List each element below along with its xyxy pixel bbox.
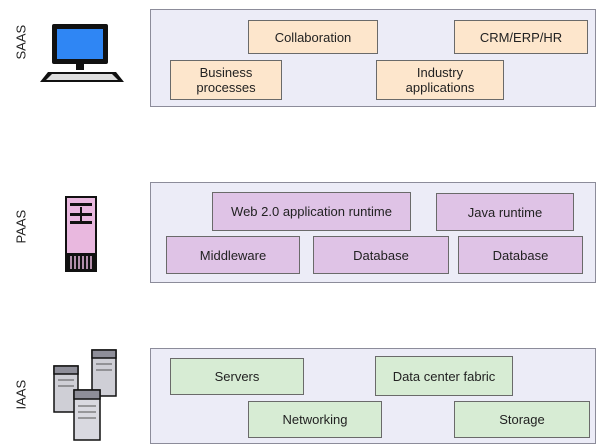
saas-box-crm-erp-hr: CRM/ERP/HR: [454, 20, 588, 54]
saas-box-industry-applications: Industry applications: [376, 60, 504, 100]
saas-box-collaboration: Collaboration: [248, 20, 378, 54]
saas-label: SAAS: [13, 24, 29, 60]
iaas-box-data-center-fabric: Data center fabric: [375, 356, 513, 396]
saas-panel: Collaboration CRM/ERP/HR Business proces…: [150, 9, 596, 107]
desktop-computer-icon: [40, 24, 124, 82]
iaas-box-servers: Servers: [170, 358, 304, 395]
paas-box-database-1: Database: [313, 236, 449, 274]
server-cluster-icon: [53, 349, 117, 441]
iaas-panel: Servers Data center fabric Networking St…: [150, 348, 596, 444]
iaas-box-networking: Networking: [248, 401, 382, 438]
server-tower-icon: [65, 196, 97, 272]
paas-label: PAAS: [13, 209, 29, 244]
iaas-label: IAAS: [13, 379, 29, 410]
paas-box-database-2: Database: [458, 236, 583, 274]
paas-panel: Web 2.0 application runtime Java runtime…: [150, 182, 596, 283]
paas-box-java-runtime: Java runtime: [436, 193, 574, 231]
paas-box-web20-runtime: Web 2.0 application runtime: [212, 192, 411, 231]
saas-box-business-processes: Business processes: [170, 60, 282, 100]
iaas-box-storage: Storage: [454, 401, 590, 438]
paas-box-middleware: Middleware: [166, 236, 300, 274]
